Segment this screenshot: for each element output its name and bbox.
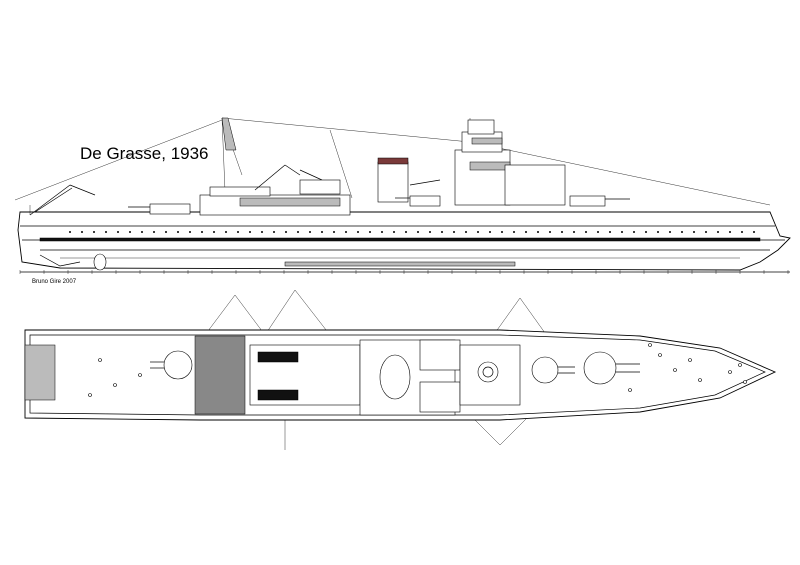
porthole	[429, 231, 431, 233]
porthole	[741, 231, 743, 233]
porthole	[69, 231, 71, 233]
porthole	[513, 231, 515, 233]
porthole	[405, 231, 407, 233]
porthole	[105, 231, 107, 233]
porthole	[657, 231, 659, 233]
deck-fitting	[673, 368, 677, 372]
porthole	[189, 231, 191, 233]
porthole	[333, 231, 335, 233]
porthole	[165, 231, 167, 233]
porthole	[261, 231, 263, 233]
deck-fitting	[728, 370, 732, 374]
porthole	[177, 231, 179, 233]
porthole	[477, 231, 479, 233]
hull-side	[17, 211, 791, 271]
porthole	[561, 231, 563, 233]
porthole	[369, 231, 371, 233]
porthole	[357, 231, 359, 233]
porthole	[501, 231, 503, 233]
drawing-credit: Bruno Gire 2007	[32, 279, 77, 285]
deck-fitting	[743, 380, 747, 384]
porthole	[669, 231, 671, 233]
porthole	[129, 231, 131, 233]
porthole	[345, 231, 347, 233]
porthole	[249, 231, 251, 233]
porthole	[609, 231, 611, 233]
portholes	[69, 231, 755, 233]
forward-tower	[409, 119, 566, 206]
deck-fitting	[688, 358, 692, 362]
porthole	[549, 231, 551, 233]
porthole	[93, 231, 95, 233]
deck-fitting	[113, 383, 117, 387]
porthole	[309, 231, 311, 233]
porthole	[117, 231, 119, 233]
porthole	[417, 231, 419, 233]
deck-fitting	[648, 343, 652, 347]
porthole	[489, 231, 491, 233]
turrets-side	[128, 195, 630, 215]
aft-crane	[29, 184, 96, 216]
porthole	[729, 231, 731, 233]
porthole	[297, 231, 299, 233]
porthole	[753, 231, 755, 233]
porthole	[525, 231, 527, 233]
deck-fitting	[88, 393, 92, 397]
deck-fitting	[98, 358, 102, 362]
deck-fitting	[698, 378, 702, 382]
porthole	[453, 231, 455, 233]
porthole	[273, 231, 275, 233]
deck-fitting	[658, 353, 662, 357]
porthole	[537, 231, 539, 233]
porthole	[693, 231, 695, 233]
porthole	[321, 231, 323, 233]
porthole	[621, 231, 623, 233]
porthole	[153, 231, 155, 233]
plan-deckhouses	[249, 339, 521, 416]
porthole	[285, 231, 287, 233]
porthole	[717, 231, 719, 233]
porthole	[573, 231, 575, 233]
funnel	[377, 157, 409, 203]
porthole	[237, 231, 239, 233]
porthole	[201, 231, 203, 233]
porthole	[381, 231, 383, 233]
deck-fitting	[628, 388, 632, 392]
scale-bar	[19, 270, 790, 274]
porthole	[225, 231, 227, 233]
deck-fitting	[738, 363, 742, 367]
porthole	[597, 231, 599, 233]
deck-fitting	[138, 373, 142, 377]
porthole	[441, 231, 443, 233]
porthole	[465, 231, 467, 233]
porthole	[645, 231, 647, 233]
porthole	[141, 231, 143, 233]
aft-superstructure	[199, 164, 351, 216]
porthole	[681, 231, 683, 233]
porthole	[705, 231, 707, 233]
porthole	[585, 231, 587, 233]
drawing-title: De Grasse, 1936	[80, 144, 209, 163]
porthole	[393, 231, 395, 233]
plan-turrets	[150, 350, 640, 385]
porthole	[633, 231, 635, 233]
porthole	[81, 231, 83, 233]
plan-fittings	[88, 343, 747, 397]
porthole	[213, 231, 215, 233]
